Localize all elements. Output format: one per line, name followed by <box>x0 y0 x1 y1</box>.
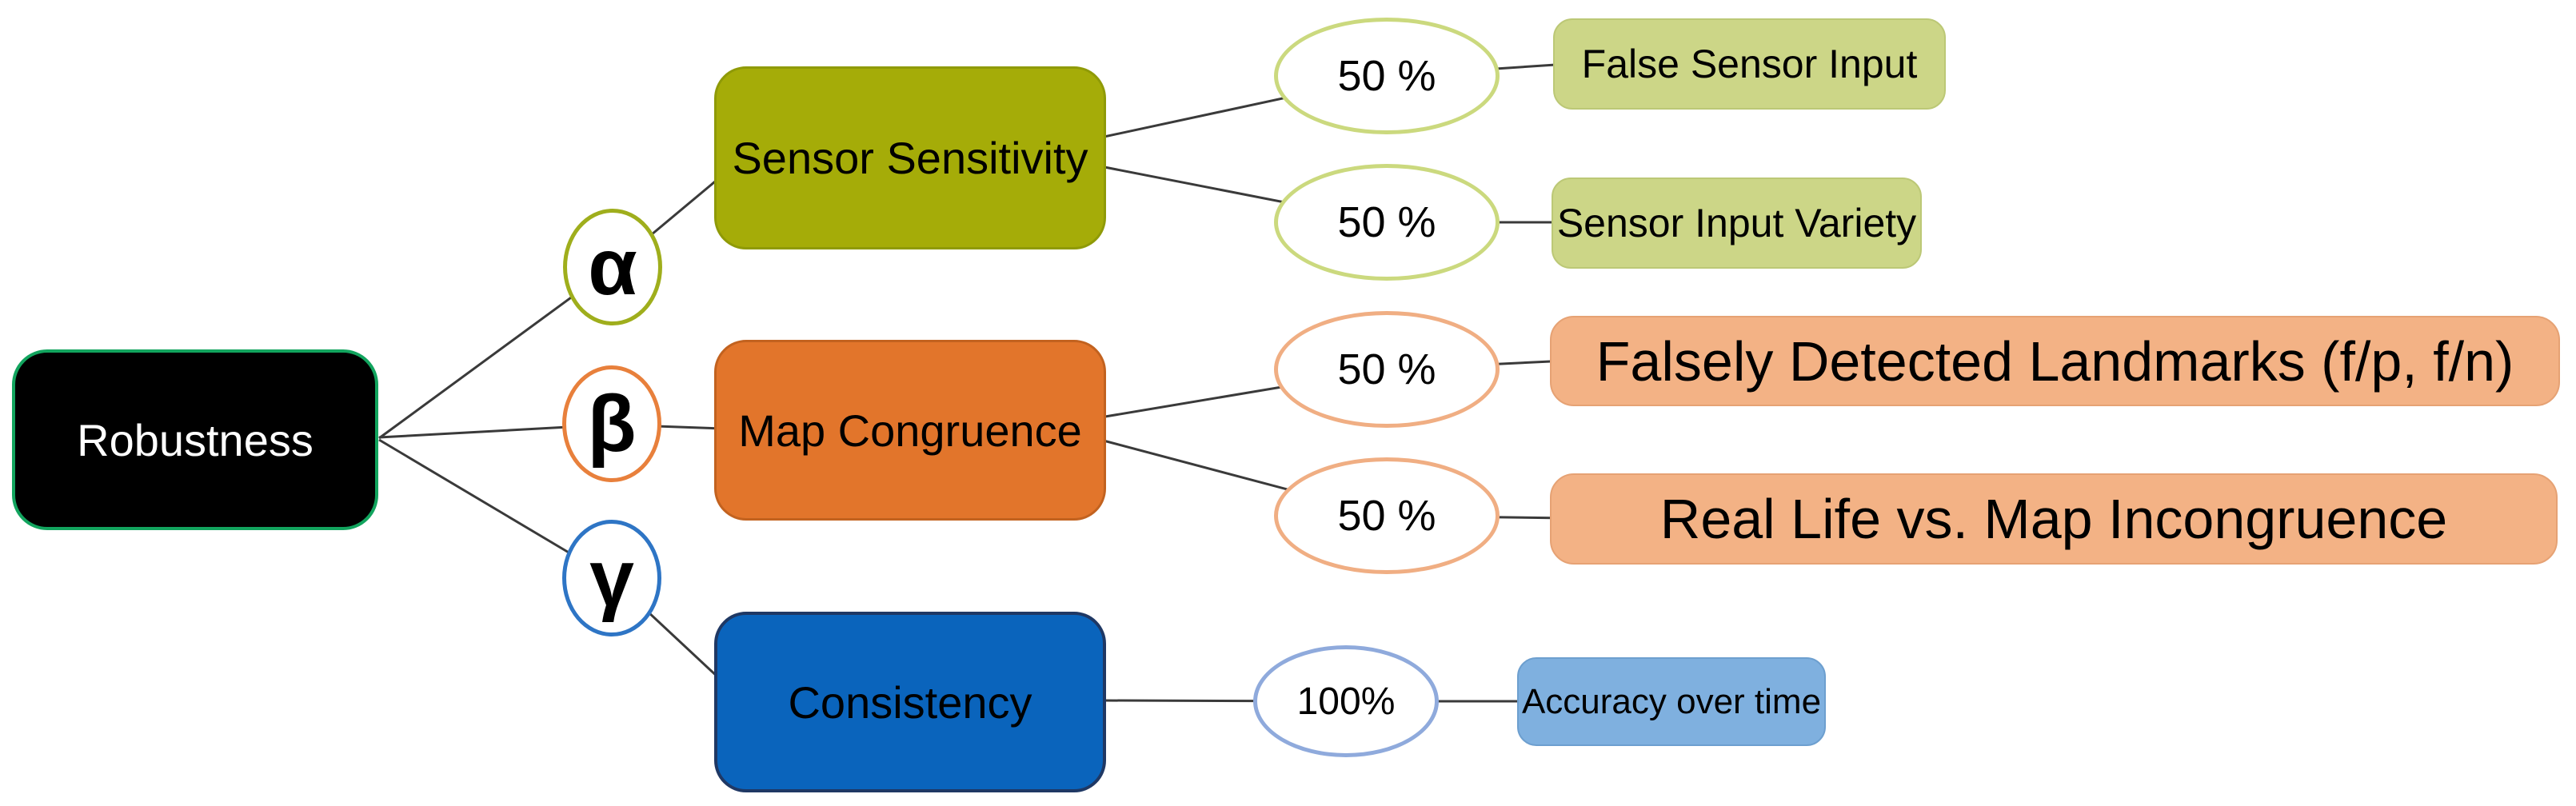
branch-symbol-gamma: γ <box>562 520 661 636</box>
weight-ellipse-sensor-1: 50 % <box>1274 18 1500 134</box>
weight-ellipse-map-1: 50 % <box>1274 311 1500 428</box>
root-node-robustness: Robustness <box>12 349 378 530</box>
weight-ellipse-sensor-2: 50 % <box>1274 164 1500 281</box>
category-node-map-congruence: Map Congruence <box>714 340 1106 521</box>
branch-symbol-alpha: α <box>563 209 662 325</box>
branch-symbol-beta: β <box>562 365 661 482</box>
category-node-sensor-sensitivity: Sensor Sensitivity <box>714 66 1106 249</box>
weight-ellipse-map-2: 50 % <box>1274 457 1500 574</box>
leaf-node-falsely-detected-landmarks: Falsely Detected Landmarks (f/p, f/n) <box>1550 316 2560 406</box>
leaf-node-false-sensor-input: False Sensor Input <box>1553 18 1946 110</box>
category-node-consistency: Consistency <box>714 612 1106 792</box>
leaf-node-sensor-input-variety: Sensor Input Variety <box>1552 178 1922 269</box>
weight-ellipse-consistency: 100% <box>1253 645 1439 757</box>
leaf-node-accuracy-over-time: Accuracy over time <box>1517 657 1826 746</box>
leaf-node-real-life-vs-map-incongruence: Real Life vs. Map Incongruence <box>1550 473 2558 565</box>
